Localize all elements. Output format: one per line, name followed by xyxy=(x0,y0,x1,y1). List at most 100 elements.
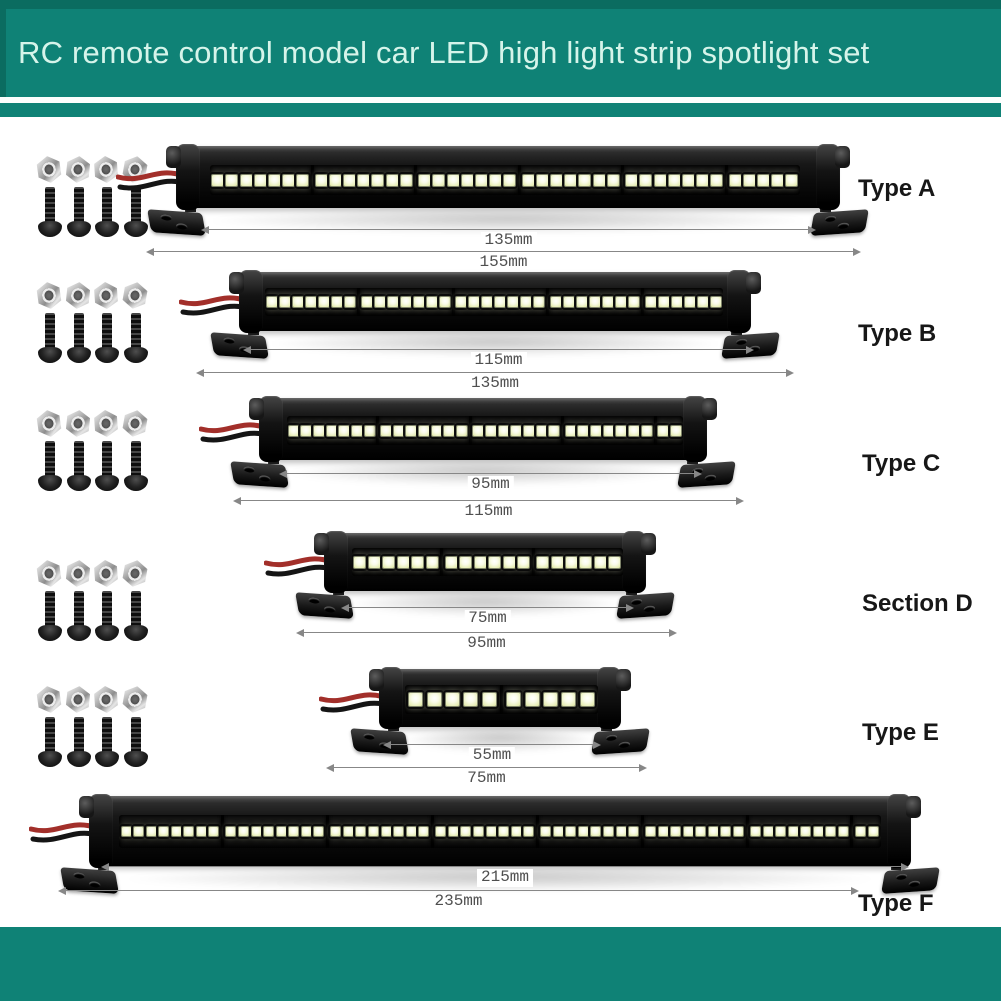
led-chip xyxy=(468,296,481,308)
led-chip xyxy=(561,692,577,707)
led-chip xyxy=(589,296,602,308)
mounting-screw xyxy=(66,717,91,767)
dimension-label: 215mm xyxy=(476,868,534,887)
led-chip xyxy=(590,424,603,437)
hex-nut xyxy=(63,559,92,589)
led-chip xyxy=(211,173,225,187)
led-chip xyxy=(355,826,367,837)
segment-divider xyxy=(641,288,644,316)
bracket-foot xyxy=(295,592,355,619)
screw-shaft xyxy=(102,313,112,350)
mounting-bracket xyxy=(230,444,290,488)
screw-shaft xyxy=(102,441,112,478)
led-chip xyxy=(456,424,469,437)
mounting-bracket xyxy=(590,711,650,755)
led-chip xyxy=(426,692,442,707)
led-chip xyxy=(330,296,343,308)
bar-shadow xyxy=(401,731,599,753)
led-chip xyxy=(855,826,866,837)
mounting-screw xyxy=(66,441,91,491)
poster-title: RC remote control model car LED high lig… xyxy=(18,35,870,70)
bar-housing xyxy=(180,146,836,208)
led-chip xyxy=(503,173,517,187)
dimension-line: 135mm xyxy=(200,372,790,393)
screw-head xyxy=(66,221,91,237)
led-chip xyxy=(523,826,535,837)
dimension-line: 55mm xyxy=(387,744,597,765)
led-chip xyxy=(250,826,262,837)
mounting-bracket xyxy=(210,315,270,359)
led-chip xyxy=(351,424,364,437)
led-chip xyxy=(602,296,615,308)
bracket-foot xyxy=(350,728,410,755)
power-wires xyxy=(178,287,250,328)
led-chip xyxy=(411,555,425,569)
end-cap xyxy=(816,144,840,210)
end-cap xyxy=(89,794,113,868)
led-chip xyxy=(408,692,424,707)
screw-head xyxy=(123,221,148,237)
led-chip xyxy=(459,555,473,569)
led-chip xyxy=(762,826,774,837)
led-chip xyxy=(392,424,405,437)
led-chip xyxy=(418,173,432,187)
led-chip xyxy=(317,296,330,308)
type-label: Section D xyxy=(862,590,973,617)
bar-housing xyxy=(93,796,907,866)
screw-head xyxy=(66,751,91,767)
segment-divider xyxy=(745,815,749,848)
led-window xyxy=(265,288,723,316)
led-chip xyxy=(552,826,564,837)
led-chip xyxy=(775,826,787,837)
segment-divider xyxy=(376,416,380,445)
led-chip xyxy=(670,296,683,308)
mounting-knob xyxy=(79,796,94,818)
dimension-line: 155mm xyxy=(150,251,857,272)
hex-nut xyxy=(92,155,120,184)
bar-shadow xyxy=(346,595,624,617)
mounting-screw xyxy=(123,717,148,767)
power-wires-icon xyxy=(263,556,335,577)
led-chip xyxy=(494,296,507,308)
mounting-knob xyxy=(229,272,244,294)
bracket-foot xyxy=(676,461,736,488)
led-chip xyxy=(683,296,696,308)
led-chip xyxy=(360,296,373,308)
led-chip xyxy=(628,826,640,837)
dimension-line: 135mm xyxy=(205,229,812,250)
dimension-label: 235mm xyxy=(430,892,487,911)
led-chip xyxy=(313,826,325,837)
hex-nut xyxy=(119,408,149,439)
led-chip xyxy=(628,424,641,437)
dimension-line: 75mm xyxy=(330,767,643,788)
led-chip xyxy=(695,826,707,837)
led-chip xyxy=(473,555,487,569)
led-chip xyxy=(728,173,742,187)
led-chip xyxy=(405,424,418,437)
led-chip xyxy=(523,424,536,437)
screw-head xyxy=(95,751,119,767)
mounting-bracket xyxy=(615,575,675,619)
bracket-foot xyxy=(720,332,780,359)
end-cap xyxy=(324,531,348,593)
led-chip xyxy=(497,424,510,437)
led-chip xyxy=(681,173,695,187)
segment-divider xyxy=(621,165,624,195)
segment-divider xyxy=(640,815,644,848)
led-chip xyxy=(296,173,310,187)
led-chip xyxy=(577,424,590,437)
segment-divider xyxy=(325,815,329,848)
type-label: Type C xyxy=(862,450,941,477)
led-chip xyxy=(785,173,799,187)
led-chip xyxy=(328,173,342,187)
led-chip xyxy=(158,826,170,837)
led-chip xyxy=(800,826,812,837)
power-wires xyxy=(115,162,187,203)
end-cap xyxy=(259,396,283,462)
led-chip xyxy=(446,173,460,187)
led-chip xyxy=(576,296,589,308)
led-chip xyxy=(489,173,503,187)
